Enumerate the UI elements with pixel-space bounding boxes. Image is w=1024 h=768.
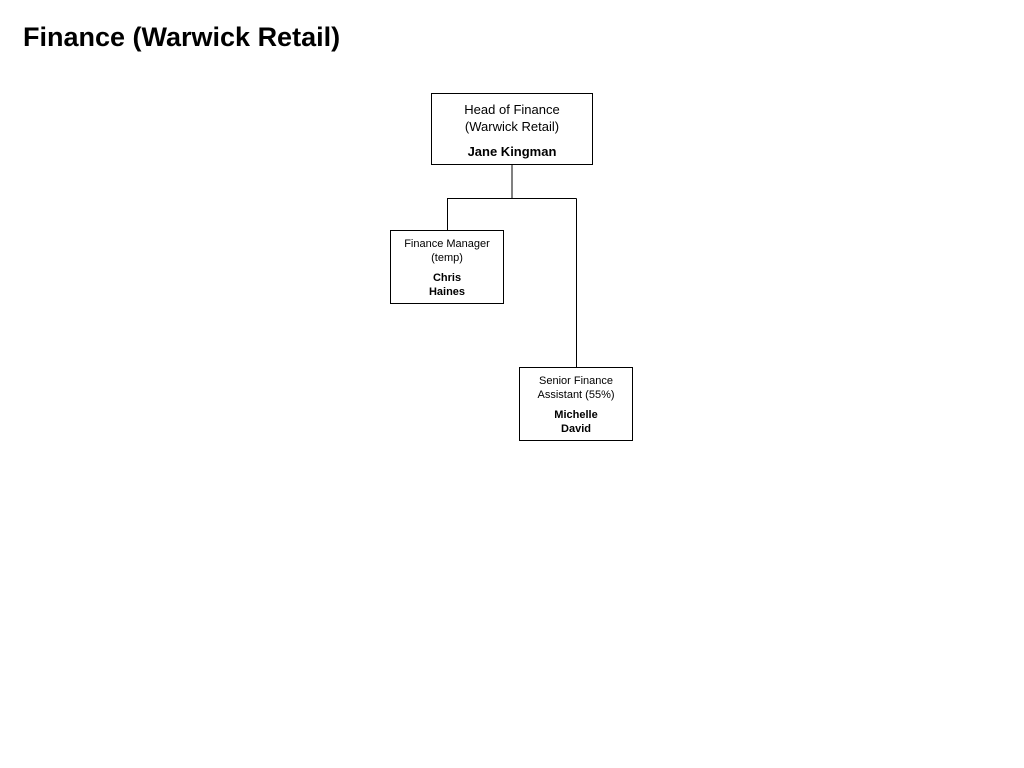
org-box-senior-finance-assistant: Senior Finance Assistant (55%) Michelle … <box>519 367 633 441</box>
org-box-name: Jane Kingman <box>467 144 557 159</box>
org-box-role: Finance Manager (temp) <box>404 238 490 264</box>
org-box-name: Chris Haines <box>428 272 466 298</box>
org-box-finance-manager: Finance Manager (temp) Chris Haines <box>390 230 504 304</box>
org-box-name: Michelle David <box>554 409 598 435</box>
org-box-head-of-finance: Head of Finance (Warwick Retail) Jane Ki… <box>431 93 593 165</box>
org-box-role: Head of Finance (Warwick Retail) <box>464 102 560 134</box>
page-title: Finance (Warwick Retail) <box>23 22 341 52</box>
org-box-role: Senior Finance Assistant (55%) <box>537 375 615 401</box>
